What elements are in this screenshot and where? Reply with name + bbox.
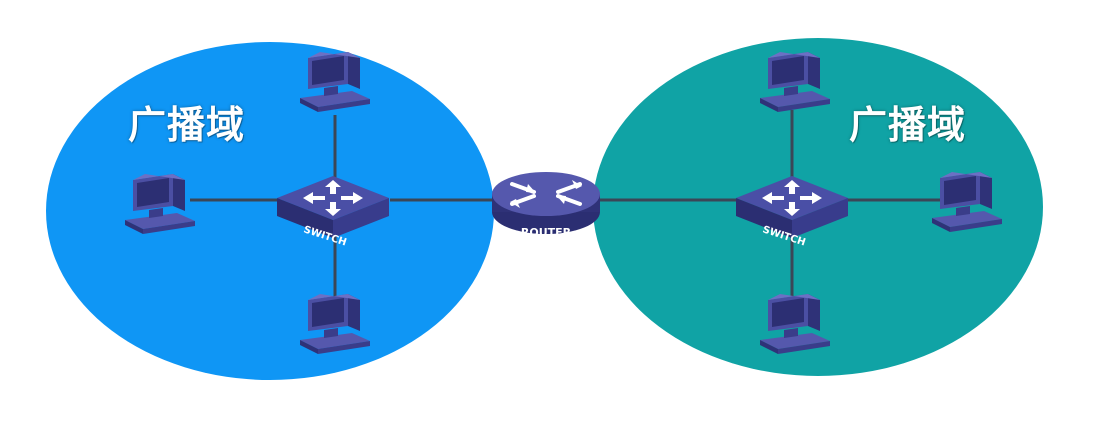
- pc-icon: [300, 294, 370, 354]
- left-broadcast-domain: [46, 42, 494, 380]
- pc-icon: [760, 52, 830, 112]
- pc-icon: [932, 172, 1002, 232]
- left-domain-label: 广播域: [128, 103, 246, 147]
- router-label: ROUTER: [521, 226, 572, 239]
- pc-icon: [760, 294, 830, 354]
- pc-icon: [300, 52, 370, 112]
- pc-icon: [125, 174, 195, 234]
- network-links: [190, 110, 940, 305]
- router-icon: ROUTER: [490, 170, 602, 239]
- right-domain-label: 广播域: [849, 103, 967, 147]
